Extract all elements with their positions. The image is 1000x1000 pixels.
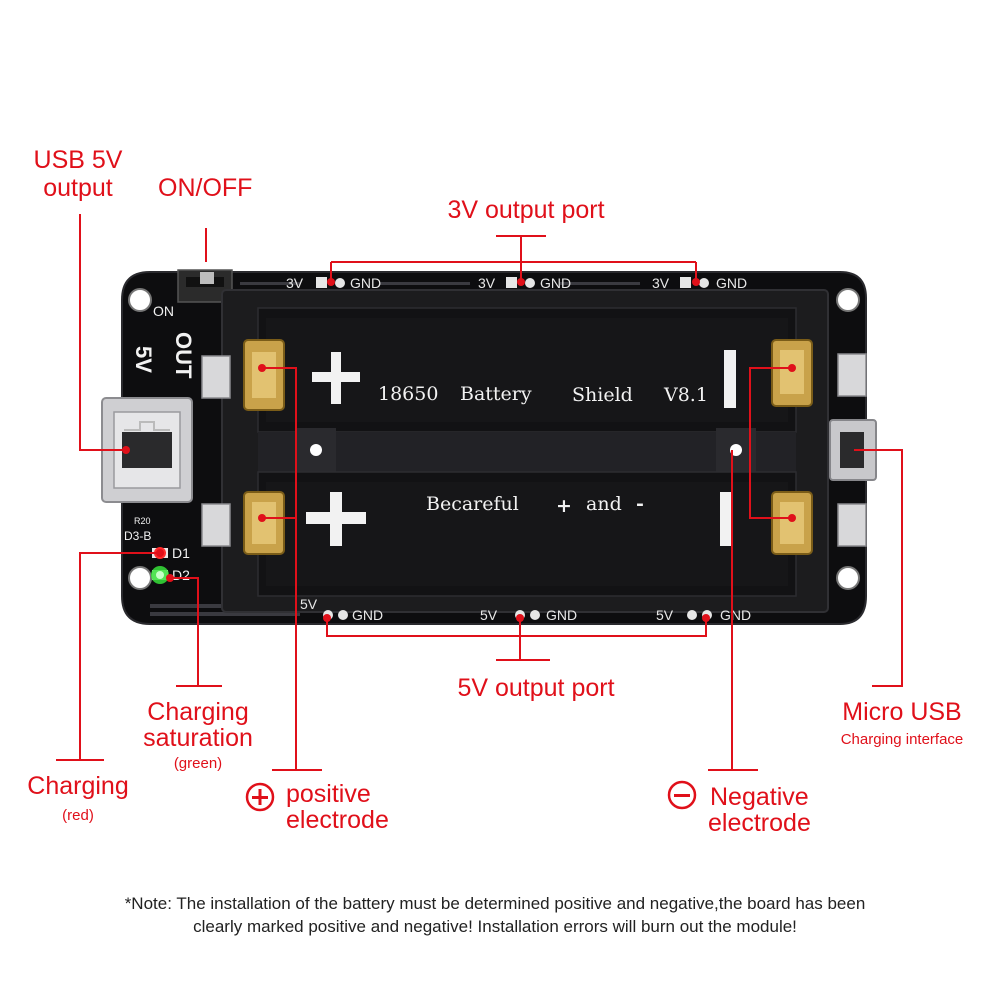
top-pin-3v-3: 3V — [652, 275, 670, 291]
usb-5v-output-label-line1: USB 5V — [34, 146, 123, 174]
charging-saturation-sub-label: (green) — [174, 755, 222, 772]
positive-electrode-label-line1: positive — [286, 780, 371, 808]
minus-circle-icon — [667, 780, 697, 810]
on-off-switch[interactable] — [177, 269, 233, 303]
minus-mark-slot1 — [724, 350, 736, 408]
contact-positive-slot2 — [201, 491, 285, 555]
top-pin-3v-2: 3V — [478, 275, 496, 291]
charging-sub-label: (red) — [62, 807, 94, 824]
note-line-1: *Note: The installation of the battery m… — [125, 894, 866, 913]
board-name-shield: Shield — [572, 384, 633, 406]
top-header-pins — [316, 277, 709, 288]
d3b-silk: D3-B — [124, 529, 151, 543]
charging-saturation-label-line2: saturation — [143, 724, 253, 752]
top-pin-3v-1: 3V — [286, 275, 304, 291]
bottom-pin-gnd-1: GND — [352, 607, 383, 623]
warning-becareful: Becareful — [426, 493, 519, 515]
plus-mark-slot1 — [312, 352, 360, 404]
usb-5v-output-label-line2: output — [43, 174, 113, 202]
led-d2-silk: D2 — [172, 567, 190, 583]
leader-dots — [122, 278, 796, 622]
top-pin-gnd-3: GND — [716, 275, 747, 291]
positive-electrode-label-line2: electrode — [286, 806, 389, 834]
charging-saturation-label-line1: Charging — [147, 698, 248, 726]
port-3v-label: 3V output port — [447, 196, 604, 224]
contact-negative-slot2 — [771, 491, 867, 555]
minus-mark-slot2 — [720, 492, 732, 546]
warning-and: and — [586, 493, 622, 515]
board-name-18650: 18650 — [378, 383, 438, 405]
contact-negative-slot1 — [771, 339, 867, 407]
charging-label: Charging — [27, 772, 128, 800]
micro-usb-port[interactable] — [829, 419, 877, 481]
bottom-pin-5v-2: 5V — [480, 607, 498, 623]
mounting-holes — [128, 288, 860, 590]
contact-positive-slot1 — [201, 339, 285, 411]
plus-circle-icon — [245, 782, 275, 812]
out-silk-label: OUT — [171, 332, 196, 379]
negative-electrode-label-line1: Negative — [710, 783, 809, 811]
bottom-pin-gnd-3: GND — [720, 607, 751, 623]
bottom-pin-5v-3: 5V — [656, 607, 674, 623]
led-d1-silk: D1 — [172, 545, 190, 561]
switch-on-label: ON — [153, 303, 174, 319]
negative-electrode-label-line2: electrode — [708, 809, 811, 837]
bottom-pin-gnd-2: GND — [546, 607, 577, 623]
warning-minus: - — [636, 493, 644, 515]
top-pin-gnd-1: GND — [350, 275, 381, 291]
on-off-label: ON/OFF — [158, 174, 252, 202]
five-v-silk-label: 5V — [131, 346, 156, 373]
bottom-pin-5v-1: 5V — [300, 596, 318, 612]
board-name-version: V8.1 — [663, 384, 708, 406]
leader-lines — [56, 214, 903, 771]
note-line-2: clearly marked positive and negative! In… — [193, 917, 797, 936]
board-name-battery: Battery — [460, 383, 532, 405]
warning-plus: + — [556, 495, 572, 517]
top-pin-gnd-2: GND — [540, 275, 571, 291]
r20-silk: R20 — [134, 516, 151, 526]
micro-usb-label: Micro USB — [842, 698, 961, 726]
port-5v-label: 5V output port — [457, 674, 614, 702]
micro-usb-sub-label: Charging interface — [841, 731, 964, 748]
plus-mark-slot2 — [306, 492, 366, 546]
battery-holder — [221, 289, 829, 613]
led-d2-green — [151, 566, 169, 584]
